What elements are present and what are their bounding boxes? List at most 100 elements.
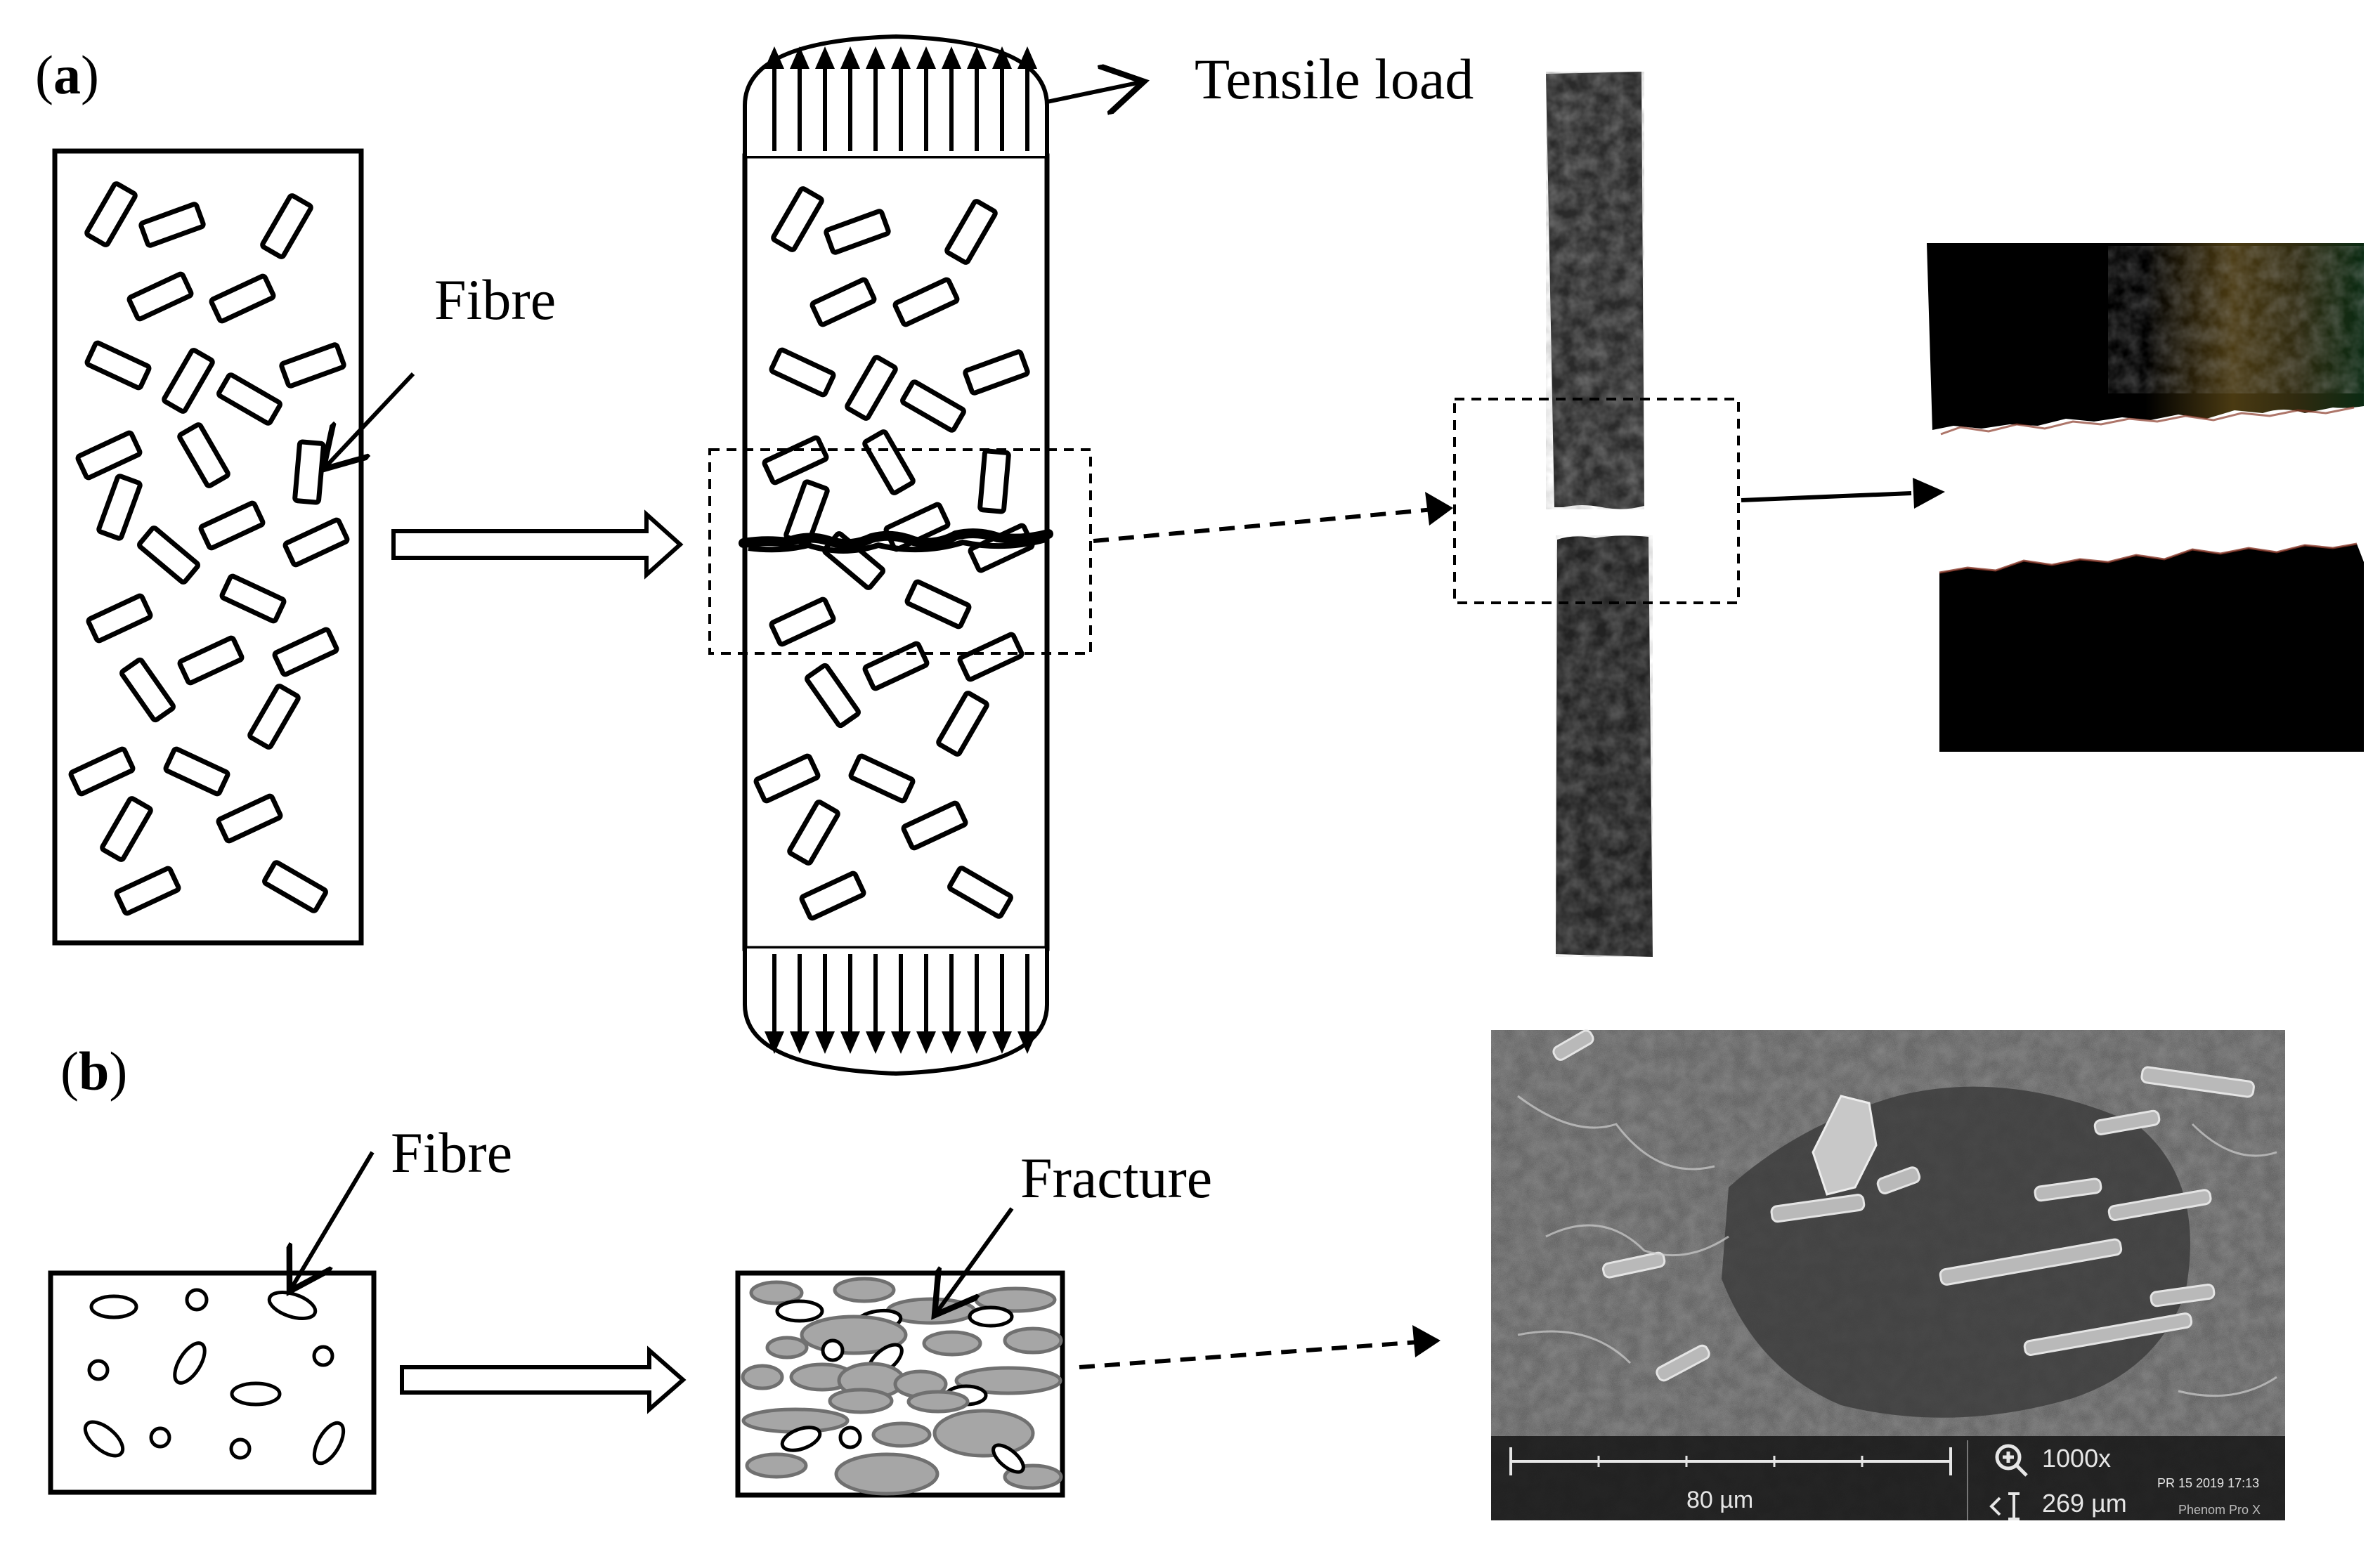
fibre-section bbox=[230, 1381, 282, 1407]
fracture-pointer bbox=[935, 1207, 1014, 1315]
tensile-arrow-head bbox=[866, 1031, 885, 1054]
fibre-section bbox=[149, 1426, 171, 1449]
sem-fibre bbox=[1601, 1251, 1666, 1279]
fibre-rect bbox=[292, 439, 326, 505]
fibre-rect bbox=[753, 753, 821, 804]
fibre-section bbox=[828, 1388, 894, 1414]
sem-scale-value: 80 µm bbox=[1686, 1487, 1754, 1513]
fibre-rect bbox=[262, 860, 328, 913]
fibre-rect bbox=[162, 348, 215, 414]
fibre-section bbox=[833, 1277, 896, 1303]
tensile-arrow-head bbox=[1017, 46, 1037, 69]
fibre-section bbox=[821, 1338, 845, 1362]
tensile-arrow-head bbox=[992, 1031, 1012, 1054]
sem-fibre bbox=[1656, 1344, 1710, 1382]
tensile-arrow-head bbox=[891, 46, 911, 69]
fibre-rect bbox=[138, 202, 206, 248]
fibre-rect bbox=[824, 209, 891, 255]
tensile-arrow-head bbox=[866, 46, 885, 69]
fibre-rect bbox=[75, 430, 143, 481]
tensile-arrow-head bbox=[815, 1031, 835, 1054]
fibre-section bbox=[741, 1364, 784, 1390]
fibre-section bbox=[775, 1299, 824, 1323]
magnified-fracture-photo bbox=[1927, 243, 2364, 752]
fibre-rect bbox=[904, 579, 972, 630]
fibre-section bbox=[991, 1443, 1025, 1474]
fibre-rect bbox=[848, 753, 916, 804]
sem-magnification: 1000x bbox=[2042, 1444, 2112, 1473]
fibre-section bbox=[312, 1421, 346, 1466]
sem-fibre bbox=[2093, 1109, 2161, 1135]
panel-label-b-open: ( bbox=[60, 1041, 79, 1102]
sem-micrograph bbox=[1491, 1029, 2285, 1520]
fibre-rect bbox=[805, 663, 861, 729]
fibre-rect bbox=[977, 448, 1011, 514]
fibre-rect bbox=[216, 793, 283, 844]
fibre-rect bbox=[177, 422, 230, 488]
panel-label-a: (a) bbox=[35, 48, 99, 103]
tensile-arrow-head bbox=[765, 1031, 784, 1054]
tensile-arrow-head bbox=[967, 1031, 987, 1054]
fibre-rect bbox=[272, 627, 339, 677]
fibre-rect bbox=[114, 866, 181, 916]
fibre-rect bbox=[769, 347, 836, 398]
fibre-pointer-b bbox=[290, 1151, 375, 1291]
tensile-arrow-head bbox=[916, 1031, 936, 1054]
tensile-arrow-head bbox=[992, 46, 1012, 69]
fibre-section bbox=[229, 1437, 252, 1460]
fibre-section bbox=[745, 1452, 808, 1479]
fibre-section bbox=[871, 1421, 932, 1448]
fibre-section bbox=[749, 1280, 804, 1305]
field-width-icon bbox=[1989, 1492, 2020, 1520]
sem-fibre bbox=[2150, 1284, 2216, 1308]
loaded-specimen bbox=[708, 34, 1092, 1076]
fibre-section bbox=[87, 1359, 110, 1381]
fibre-section bbox=[312, 1345, 334, 1367]
tensile-arrow-head bbox=[815, 46, 835, 69]
fibre-label-a: Fibre bbox=[434, 268, 557, 332]
fibre-rect bbox=[68, 746, 136, 797]
tensile-arrow-head bbox=[942, 1031, 961, 1054]
fibre-section bbox=[185, 1288, 209, 1312]
fibre-rect bbox=[209, 273, 276, 324]
fibre-section bbox=[838, 1426, 862, 1449]
fibre-section bbox=[834, 1452, 939, 1496]
fibre-section bbox=[173, 1341, 207, 1385]
dashed-arrow-to-photo bbox=[1093, 492, 1453, 543]
tensile-arrow-head bbox=[942, 46, 961, 69]
fibre-rect bbox=[845, 355, 898, 421]
process-arrow-b bbox=[400, 1345, 687, 1414]
fibre-rect bbox=[900, 379, 966, 433]
sem-fibre bbox=[2140, 1066, 2255, 1098]
fibre-rect bbox=[901, 800, 968, 851]
fibre-rect bbox=[944, 199, 998, 265]
magnifier-icon bbox=[1995, 1444, 2028, 1477]
tensile-load-pointer bbox=[1046, 81, 1144, 102]
fibre-rect bbox=[809, 277, 877, 327]
fibre-rect bbox=[84, 181, 138, 247]
fibre-section bbox=[954, 1366, 1062, 1395]
fibre-rect bbox=[86, 593, 153, 644]
panel-label-a-open: ( bbox=[35, 44, 53, 105]
fibre-rect bbox=[177, 635, 245, 686]
fibre-rect bbox=[799, 870, 866, 921]
tensile-arrow-head bbox=[765, 46, 784, 69]
sem-field-width: 269 µm bbox=[2042, 1489, 2127, 1518]
sem-fibre bbox=[2034, 1178, 2102, 1202]
fibre-section bbox=[89, 1294, 138, 1319]
tensile-arrow-head bbox=[790, 46, 809, 69]
tensile-arrow-head bbox=[891, 1031, 911, 1054]
fibre-section bbox=[1003, 1326, 1063, 1355]
fibre-section bbox=[780, 1426, 822, 1452]
tensile-arrow-head bbox=[916, 46, 936, 69]
fibre-rect bbox=[247, 684, 301, 750]
fibre-rect bbox=[787, 800, 840, 866]
fibre-section bbox=[83, 1420, 125, 1458]
process-arrow-a bbox=[391, 509, 684, 580]
panel-b bbox=[48, 1029, 2285, 1520]
fibre-rect bbox=[279, 342, 346, 389]
fibre-rect bbox=[769, 596, 836, 647]
fibre-rect bbox=[84, 340, 152, 391]
fibre-section bbox=[765, 1336, 809, 1359]
cross-section-fractured bbox=[735, 1270, 1065, 1498]
